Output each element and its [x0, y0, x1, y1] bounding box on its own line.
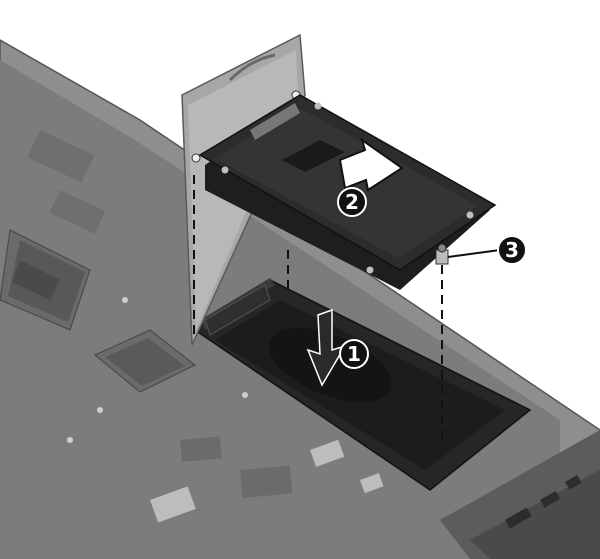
- callout-step-2-label: 2: [345, 190, 359, 214]
- memory-module: [0, 229, 91, 331]
- slide-forward-arrow: [338, 137, 404, 192]
- callout-step-2: 2: [337, 187, 367, 217]
- drive-screw: [435, 243, 449, 265]
- callout-step-1-label: 1: [347, 342, 361, 366]
- insert-down-arrow: [306, 308, 347, 387]
- callout-step-3-label: 3: [505, 238, 519, 262]
- callout-step-1: 1: [339, 339, 369, 369]
- wlan-module: [94, 329, 196, 393]
- chassis-details: [27, 129, 384, 523]
- alignment-guides: [193, 175, 443, 440]
- drive-bay: [193, 278, 532, 491]
- callout-step-3: 3: [447, 235, 527, 265]
